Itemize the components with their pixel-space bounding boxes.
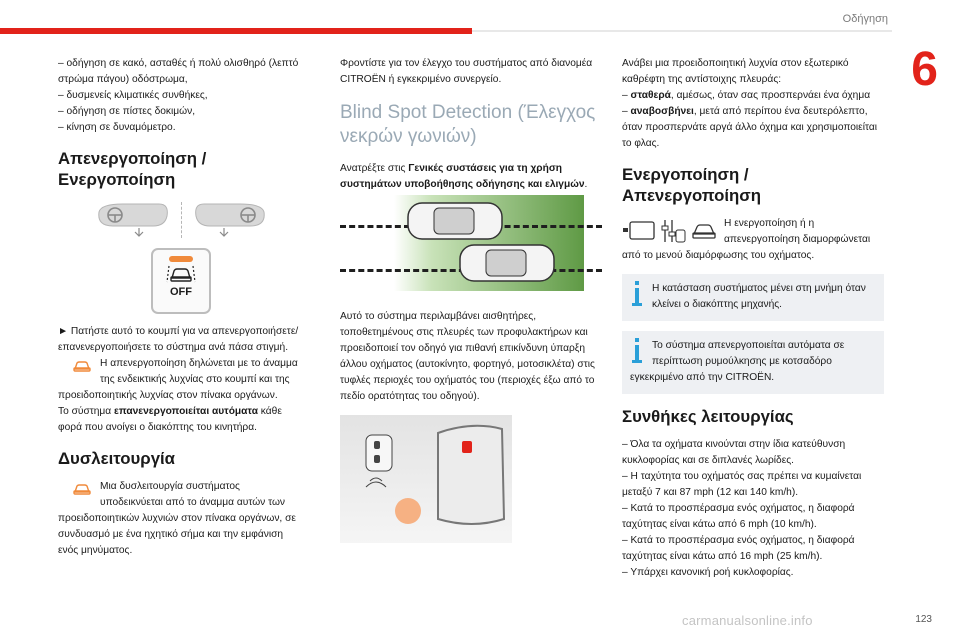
door-sensor-icon [365,434,421,524]
list-item: Κατά το προσπέρασμα ενός οχήματος, η δια… [622,501,884,533]
service-note: Φροντίστε για τον έλεγχο του συστήματος … [340,58,593,85]
activation-note: Η ενεργοποίηση ή η απενεργοποίηση διαμορ… [622,216,884,248]
car-warning-icon [166,265,196,283]
chapter-number: 6 [911,43,938,96]
reactivation-note: Το σύστημα επανενεργοποιείται αυτόματα κ… [58,406,282,433]
side-mirror-icon [437,424,506,525]
list-item: αναβοσβήνει, μετά από περίπου ένα δευτερ… [622,104,884,152]
car-icon [459,244,555,282]
heading-activation: Ενεργοποίηση / Απενεργοποίηση [622,165,762,205]
conditions-list: Όλα τα οχήματα κινούνται στην ίδια κατεύ… [622,437,884,581]
header-rule [472,30,892,32]
list-item: δυσμενείς κλιματικές συνθήκες, [58,88,304,104]
off-label: OFF [170,286,192,298]
header-accent-bar [0,28,472,34]
indicator-led [169,256,193,262]
car-icon [407,202,503,240]
arrow-right-icon: ► [58,326,71,337]
system-description: Αυτό το σύστημα περιλαμβάνει αισθητήρες,… [340,311,595,402]
list-item: οδήγηση σε πίστες δοκιμών, [58,104,304,120]
column-3: Ανάβει μια προειδοποιητική λυχνία στον ε… [622,56,884,581]
info-icon [630,281,644,306]
blind-spot-zone-illustration [340,195,602,299]
divider [180,202,182,238]
warning-light-icon [73,484,91,495]
list-item: Υπάρχει κανονική ροή κυκλοφορίας. [622,565,884,581]
heading-operating-conditions: Συνθήκες λειτουργίας [622,407,794,426]
off-button-illustration: OFF [58,248,304,314]
menu-icons [622,216,718,244]
info-box-memory: Η κατάσταση συστήματος μένει στη μνήμη ό… [622,274,884,321]
column-2: Φροντίστε για τον έλεγχο του συστήματος … [340,56,602,543]
mirror-warning-illustration [340,415,512,543]
info-icon [630,338,644,363]
list-item: Όλα τα οχήματα κινούνται στην ίδια κατεύ… [622,437,884,469]
list-item: κίνηση σε δυναμόμετρο. [58,120,304,136]
touchscreen-icon [623,221,655,240]
blind-spot-title: Blind Spot Detection (Έλεγχος νεκρών γων… [340,102,596,147]
deactivation-note: Η απενεργοποίηση δηλώνεται με το άναμμα … [58,356,304,388]
mirror-left-icon [97,203,168,237]
blind-spot-off-button[interactable]: OFF [151,248,211,314]
press-instruction: ► Πατήστε αυτό το κουμπί για να απενεργο… [58,326,299,353]
heading-malfunction: Δυσλειτουργία [58,449,176,468]
page-number: 123 [915,614,932,625]
activation-note-rest: από το μενού διαμόρφωσης του οχήματος. [622,250,815,261]
list-item: σταθερά, αμέσως, όταν σας προσπερνάει έν… [622,88,884,104]
mirror-right-icon [194,203,265,237]
list-item: Η ταχύτητα του οχήματός σας πρέπει να κυ… [622,469,884,501]
deactivation-note-rest: προειδοποιητικής λυχνίας στον πίνακα οργ… [58,390,278,401]
column-1: οδήγηση σε κακό, ασταθές ή πολύ ολισθηρό… [58,56,304,559]
heading-deactivation: Απενεργοποίηση / Ενεργοποίηση [58,149,207,189]
info-box-towing: Το σύστημα απενεργοποιείται αυτόματα σε … [622,331,884,394]
settings-sliders-icon [661,220,686,243]
mirror-light-note: Ανάβει μια προειδοποιητική λυχνία στον ε… [622,58,849,85]
reference-note: Ανατρέξτε στις Γενικές συστάσεις για τη … [340,163,588,190]
list-item: οδήγηση σε κακό, ασταθές ή πολύ ολισθηρό… [58,56,304,88]
section-title: Οδήγηση [842,13,888,25]
intro-list: οδήγηση σε κακό, ασταθές ή πολύ ολισθηρό… [58,56,304,136]
light-mode-list: σταθερά, αμέσως, όταν σας προσπερνάει έν… [622,88,884,152]
malfunction-note-rest: προειδοποιητικών λυχνιών στον πίνακα οργ… [58,513,296,556]
warning-light-icon [73,361,91,372]
watermark: carmanualsonline.info [682,613,813,628]
list-item: Κατά το προσπέρασμα ενός οχήματος, η δια… [622,533,884,565]
malfunction-note: Μια δυσλειτουργία συστήματος υποδεικνύετ… [58,479,304,511]
car-outline-icon [692,224,716,239]
blind-spot-indicators [58,200,304,240]
